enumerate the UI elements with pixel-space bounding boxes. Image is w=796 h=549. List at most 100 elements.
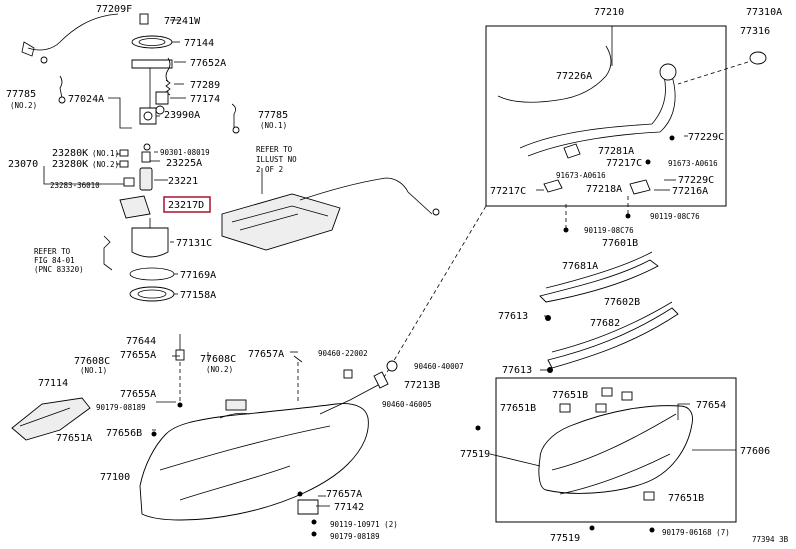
label-77651b-1: 77651B (552, 390, 588, 401)
refer-note-2b: FIG 84-01 (34, 256, 75, 265)
hose-77209f (27, 13, 119, 51)
label-77229c-1: 77229C (688, 132, 724, 143)
label-77608c-2: 77608C (200, 354, 236, 365)
label-77682: 77682 (590, 318, 620, 329)
label-23221: 23221 (168, 176, 198, 187)
screw-77241w (139, 13, 149, 25)
label-77681a: 77681A (562, 261, 598, 272)
label-77142: 77142 (334, 502, 364, 513)
sender-77131c (131, 227, 169, 258)
label-77601b: 77601B (602, 238, 638, 249)
label-23280k-2: 23280K (52, 159, 88, 170)
label-77158a: 77158A (180, 290, 216, 301)
refer-note-2c: (PNC 83320) (34, 265, 84, 274)
refer-note-1: REFER TO (256, 145, 293, 154)
label-77651b-2: 77651B (500, 403, 536, 414)
label-77100: 77100 (100, 472, 130, 483)
pump-23221 (139, 167, 153, 191)
label-77606: 77606 (740, 446, 770, 457)
label-90179-08189-b: 90179-08189 (330, 532, 380, 541)
label-77024a: 77024A (68, 94, 104, 105)
inset-box-filler (485, 25, 727, 207)
label-77241w: 77241W (164, 16, 201, 27)
label-77519-b: 77519 (550, 533, 580, 544)
label-77655a-1-note: (NO.1) (80, 366, 107, 375)
diagram-id: 77394 3B (752, 535, 789, 544)
leader-lines-misc (152, 135, 736, 507)
label-91673-a0616-a: 91673-A0616 (668, 159, 718, 168)
label-77785-left-note: (NO.2) (10, 101, 37, 110)
label-77131c: 77131C (176, 238, 212, 249)
label-91673-a0616-b: 91673-A0616 (556, 171, 606, 180)
label-23280k-1: 23280K (52, 148, 88, 159)
fuel-tank-77100 (139, 403, 369, 521)
label-77657a-2: 77657A (326, 489, 362, 500)
label-77785-left: 77785 (6, 89, 36, 100)
label-77655a-1: 77655A (120, 350, 156, 361)
label-77644: 77644 (126, 336, 156, 347)
protector-77114 (11, 397, 91, 441)
refer-note-1b: ILLUST NO (256, 155, 297, 164)
label-90119-08c76-b: 90119-08C76 (584, 226, 634, 235)
canister-assembly (221, 193, 341, 251)
label-90179-08189-a: 90179-08189 (96, 403, 146, 412)
label-77210: 77210 (594, 7, 624, 18)
label-77785-right-note: (NO.1) (260, 121, 287, 130)
label-77281a: 77281A (598, 146, 634, 157)
refer-note-2: REFER TO (34, 247, 71, 256)
label-77602b: 77602B (604, 297, 640, 308)
label-77519-a: 77519 (460, 449, 490, 460)
label-90179-06168: 90179-06168 (7) (662, 528, 730, 537)
fuel-cap-77310a (749, 51, 767, 65)
label-77217c-1: 77217C (606, 158, 642, 169)
label-77652a: 77652A (190, 58, 226, 69)
refer-note-1c: 2 OF 2 (256, 165, 283, 174)
part-23217d (119, 195, 151, 219)
label-23283: 23283-36010 (50, 181, 100, 190)
label-77209f: 77209F (96, 4, 132, 15)
gasket-77169a (129, 267, 175, 281)
label-23217d: 23217D (168, 200, 204, 211)
label-23070: 23070 (8, 159, 38, 170)
label-77144: 77144 (184, 38, 214, 49)
label-23280k-2-note: (NO.2) (92, 160, 119, 169)
label-90119-08c76-a: 90119-08C76 (650, 212, 700, 221)
label-23225a: 23225A (166, 158, 202, 169)
leader-lines-upper (43, 19, 186, 295)
label-77655a-2: 77655A (120, 389, 156, 400)
label-77785-right: 77785 (258, 110, 288, 121)
label-90301: 90301-08019 (160, 148, 210, 157)
label-77169a: 77169A (180, 270, 216, 281)
highlight-23217d (163, 196, 211, 213)
label-77657a-1: 77657A (248, 349, 284, 360)
ring-77144 (131, 35, 173, 49)
label-77613-a: 77613 (498, 311, 528, 322)
label-77316: 77316 (740, 26, 770, 37)
label-90460-40007: 90460-40007 (414, 362, 464, 371)
ring-77158a (129, 286, 175, 302)
label-77216a: 77216A (672, 186, 708, 197)
label-77608c-1: 77608C (74, 356, 110, 367)
strap-77681a (539, 259, 659, 303)
label-77289: 77289 (190, 80, 220, 91)
label-77654: 77654 (696, 400, 726, 411)
label-90119-10971: 90119-10971 (2) (330, 520, 398, 529)
part-labels: 77209F 77241W 77144 77652A 77289 77174 7… (6, 4, 789, 544)
label-77217c-2: 77217C (490, 186, 526, 197)
label-77656b: 77656B (106, 428, 142, 439)
label-23990a: 23990A (164, 110, 200, 121)
label-77114: 77114 (38, 378, 68, 389)
label-77613-b: 77613 (502, 365, 532, 376)
label-77174: 77174 (190, 94, 220, 105)
strap-77682 (547, 307, 679, 369)
protector-77606 (538, 405, 693, 494)
label-77651a: 77651A (56, 433, 92, 444)
label-90460-22002: 90460-22002 (318, 349, 368, 358)
label-77310a: 77310A (746, 7, 782, 18)
label-77213b: 77213B (404, 380, 440, 391)
label-77608c-2-note: (NO.2) (206, 365, 233, 374)
label-77218a: 77218A (586, 184, 622, 195)
filler-pipe-77201 (519, 75, 666, 149)
label-77226a: 77226A (556, 71, 592, 82)
